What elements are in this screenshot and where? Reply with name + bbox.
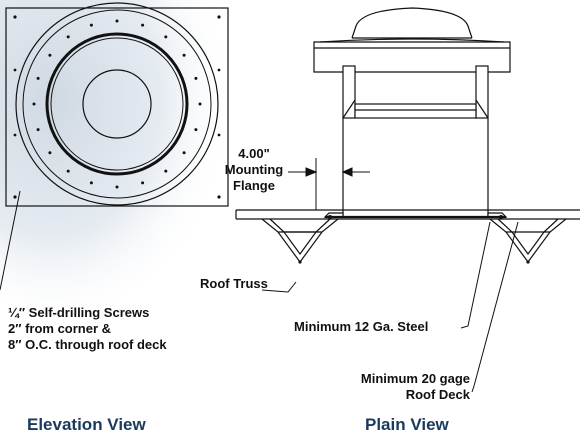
edge-screw bbox=[13, 133, 17, 137]
roof-truss-right bbox=[489, 218, 567, 264]
bolt-hole bbox=[164, 35, 168, 39]
bolt-hole bbox=[48, 53, 52, 57]
bolt-hole bbox=[164, 169, 168, 173]
bolt-hole bbox=[182, 53, 186, 57]
corner-screw bbox=[13, 15, 17, 19]
bolt-hole bbox=[89, 181, 93, 185]
elevation-view-title: Elevation View bbox=[27, 415, 146, 434]
mounting-flange-label: 4.00" Mounting Flange bbox=[212, 146, 296, 194]
support-bracket bbox=[342, 65, 356, 119]
bolt-hole bbox=[182, 151, 186, 155]
bolt-hole bbox=[32, 102, 36, 106]
screws-note: ¼″ Self-drilling Screws 2″ from corner &… bbox=[8, 305, 167, 353]
corner-screw bbox=[217, 15, 221, 19]
deck-leader bbox=[471, 221, 519, 393]
min-gage-line-1: Minimum 20 gage bbox=[360, 371, 470, 386]
bolt-hole bbox=[115, 185, 119, 189]
bolt-hole bbox=[194, 128, 198, 132]
support-bracket bbox=[475, 65, 489, 119]
screw-leader bbox=[0, 190, 21, 291]
fan-hood-dome bbox=[351, 7, 473, 39]
edge-screw bbox=[217, 133, 221, 137]
outer-ring bbox=[15, 2, 219, 206]
mounting-line-2: Flange bbox=[233, 178, 275, 193]
curb-plate bbox=[5, 7, 229, 207]
bolt-hole bbox=[141, 23, 145, 27]
bolt-hole bbox=[66, 169, 70, 173]
screws-line-3: 8″ O.C. through roof deck bbox=[8, 337, 167, 352]
bolt-hole bbox=[36, 76, 40, 80]
bolt-hole bbox=[141, 181, 145, 185]
edge-screw bbox=[13, 68, 17, 72]
bolt-hole bbox=[66, 35, 70, 39]
bolt-hole-ring bbox=[32, 19, 202, 189]
bolt-hole bbox=[48, 151, 52, 155]
corner-screw bbox=[217, 195, 221, 199]
elevation-view-drawing bbox=[5, 2, 229, 207]
bolt-hole bbox=[89, 23, 93, 27]
mounting-line-1: Mounting bbox=[224, 162, 284, 177]
fan-base-plate bbox=[354, 103, 477, 119]
minimum-gage-label: Minimum 20 gage Roof Deck bbox=[316, 371, 470, 403]
bolt-hole bbox=[198, 102, 202, 106]
truss-fastener-dots bbox=[298, 215, 530, 264]
bolt-hole bbox=[36, 128, 40, 132]
edge-screw bbox=[217, 68, 221, 72]
mounting-value: 4.00" bbox=[238, 146, 270, 161]
min-gage-line-2: Roof Deck bbox=[405, 387, 470, 402]
bolt-hole bbox=[115, 19, 119, 23]
screws-line-1: ¼″ Self-drilling Screws bbox=[8, 305, 150, 320]
corner-screws bbox=[13, 15, 221, 199]
corner-screw bbox=[13, 195, 17, 199]
background-wash bbox=[0, 0, 260, 330]
screws-line-2: 2″ from corner & bbox=[8, 321, 112, 336]
minimum-steel-label: Minimum 12 Ga. Steel bbox=[294, 319, 429, 334]
plain-view-title: Plain View bbox=[365, 415, 449, 434]
fan-hood-skirt bbox=[313, 41, 511, 73]
mounting-flange-dimension bbox=[288, 158, 370, 210]
inner-ring bbox=[45, 32, 189, 176]
center-hub bbox=[82, 69, 152, 139]
roof-truss-label: Roof Truss bbox=[200, 276, 268, 291]
bolt-hole bbox=[194, 76, 198, 80]
steel-leader bbox=[460, 221, 491, 329]
truss-leader bbox=[261, 281, 297, 293]
roof-truss-left bbox=[261, 218, 339, 264]
